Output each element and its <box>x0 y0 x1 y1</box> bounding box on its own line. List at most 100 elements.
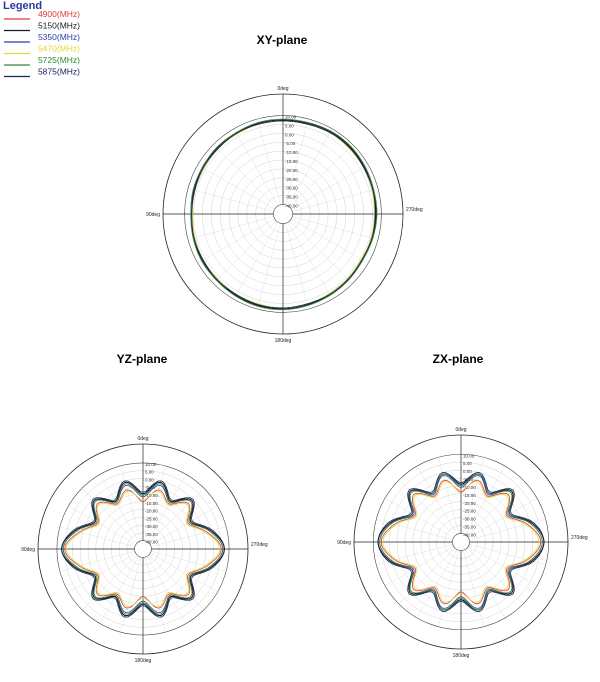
grid-spoke <box>384 497 454 538</box>
radial-tick-label: 5.00 <box>285 123 294 128</box>
grid-spoke <box>465 549 506 619</box>
series-curve <box>61 481 225 617</box>
radial-tick-label: -10.00 <box>145 493 158 498</box>
grid-spoke <box>68 505 136 545</box>
grid-spoke <box>187 188 274 212</box>
radial-tick-label: -35.00 <box>463 525 476 530</box>
grid-spoke <box>398 479 456 537</box>
grid-spoke <box>468 497 538 538</box>
angle-label-bottom: 180deg <box>135 658 152 664</box>
radial-tick-label: -10.00 <box>463 485 476 490</box>
radial-tick-label: 10.00 <box>463 453 475 458</box>
legend-entry: 5470(MHz) <box>38 44 80 54</box>
legend-entry: 4900(MHz) <box>38 9 80 19</box>
chart-title: YZ-plane <box>117 352 168 366</box>
radial-tick-label: 5.00 <box>145 470 154 475</box>
grid-spoke <box>438 457 459 534</box>
angle-label-top: 0deg <box>455 427 466 433</box>
grid-spoke <box>257 118 281 205</box>
xy-plane-chart: XY-plane 10.005.000.00-5.00-10.00-15.00-… <box>146 33 423 344</box>
series-curve <box>191 120 376 309</box>
series-curve <box>190 118 378 311</box>
series-curve <box>62 483 224 615</box>
grid-spoke <box>147 556 187 624</box>
grid-spoke <box>292 188 379 212</box>
grid-spoke <box>466 479 524 537</box>
radial-tick-label: -5.00 <box>285 141 296 146</box>
grid-spoke <box>291 218 369 264</box>
radial-tick-label: -15.00 <box>463 493 476 498</box>
grid-spoke <box>151 551 227 572</box>
grid-spoke <box>233 222 279 300</box>
grid-spoke <box>384 546 454 587</box>
angle-label-right: 270deg <box>251 542 268 548</box>
radial-tick-label: -30.00 <box>285 186 298 191</box>
grid-spoke <box>289 144 353 208</box>
grid-spoke <box>398 547 456 605</box>
grid-spoke <box>59 526 135 547</box>
grid-spoke <box>145 557 166 633</box>
chart-title: XY-plane <box>257 33 308 47</box>
radial-tick-label: 0.00 <box>145 477 154 482</box>
grid-spoke <box>213 220 277 284</box>
grid-spoke <box>257 223 281 310</box>
angle-label-left: 90deg <box>337 540 351 546</box>
series-curve <box>64 489 222 609</box>
radial-tick-label: -40.00 <box>463 532 476 537</box>
grid-spoke <box>147 474 187 542</box>
angle-label-bottom: 180deg <box>453 653 470 659</box>
grid-spoke <box>285 223 309 310</box>
radial-tick-label: 10.00 <box>285 115 297 120</box>
center-ring <box>273 204 293 224</box>
radial-tick-label: -25.00 <box>145 516 158 521</box>
series-curve <box>382 481 540 603</box>
series-curve <box>380 479 542 605</box>
chart-title: ZX-plane <box>433 352 484 366</box>
angle-label-left: 90deg <box>146 212 160 218</box>
grid-spoke <box>287 128 333 206</box>
angle-label-top: 0deg <box>137 436 148 442</box>
series-curve <box>65 490 221 608</box>
radial-tick-label: -20.00 <box>463 501 476 506</box>
grid-spoke <box>59 551 135 572</box>
angle-label-left: 90deg <box>21 547 35 553</box>
center-ring <box>134 540 152 558</box>
grid-spoke <box>463 457 484 534</box>
grid-spoke <box>120 465 141 541</box>
series-curve <box>379 473 543 611</box>
radial-tick-label: 10.00 <box>145 462 157 467</box>
yz-plane-chart: YZ-plane 10.005.000.00-5.00-10.00-15.00-… <box>21 352 268 664</box>
grid-spoke <box>468 546 538 587</box>
grid-spoke <box>150 505 218 545</box>
grid-spoke <box>233 128 279 206</box>
grid-spoke <box>291 164 369 210</box>
radial-tick-label: -35.00 <box>285 195 298 200</box>
radial-tick-label: -20.00 <box>145 509 158 514</box>
grid-spoke <box>292 216 379 240</box>
legend-entry: 5350(MHz) <box>38 32 80 42</box>
legend-title: Legend <box>3 0 42 12</box>
grid-spoke <box>99 556 139 624</box>
angle-label-right: 270deg <box>571 535 588 541</box>
grid-spoke <box>416 549 457 619</box>
radial-tick-label: -15.00 <box>285 159 298 164</box>
grid-spoke <box>145 465 166 541</box>
zx-plane-chart: ZX-plane 10.005.000.00-5.00-10.00-15.00-… <box>337 352 588 659</box>
grid-spoke <box>187 216 274 240</box>
angle-label-top: 0deg <box>277 86 288 92</box>
series-curve <box>61 480 225 618</box>
legend-entry: 5725(MHz) <box>38 55 80 65</box>
grid-spoke <box>466 547 524 605</box>
radial-tick-label: -30.00 <box>463 517 476 522</box>
grid-spoke <box>213 144 277 208</box>
series-curve <box>379 475 543 609</box>
radial-tick-label: -35.00 <box>145 532 158 537</box>
grid-spoke <box>197 218 275 264</box>
radial-tick-label: 5.00 <box>463 461 472 466</box>
grid-spoke <box>68 553 136 593</box>
angle-label-bottom: 180deg <box>275 338 292 344</box>
radial-tick-label: -40.00 <box>285 203 298 208</box>
grid-spoke <box>148 554 205 611</box>
legend-items: 4900(MHz)5150(MHz)5350(MHz)5470(MHz)5725… <box>4 9 80 78</box>
